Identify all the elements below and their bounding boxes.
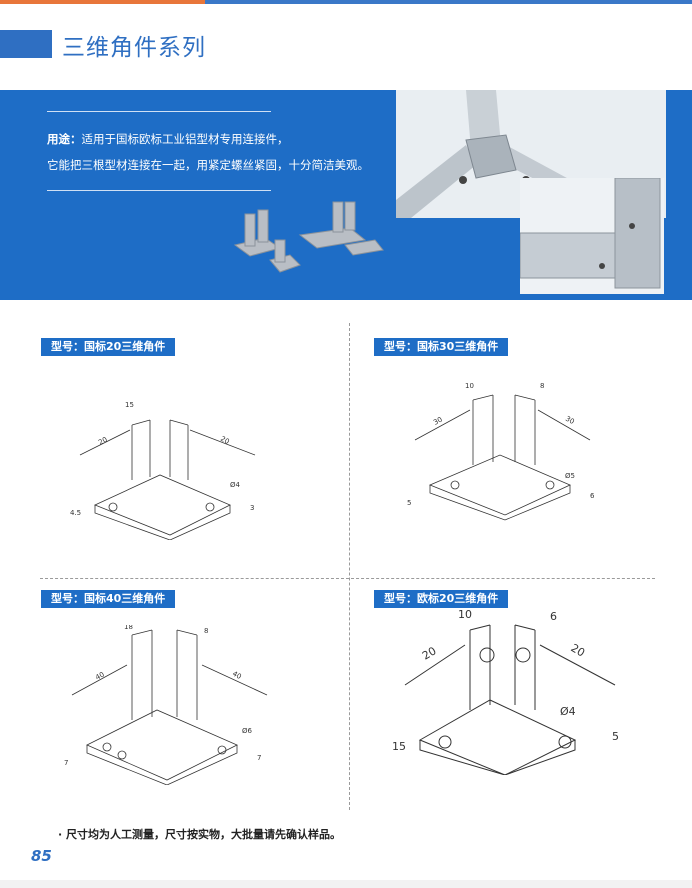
dim-h1-eu20: 15	[392, 740, 406, 753]
product-sample-image	[233, 201, 384, 273]
dim-hole-eu20: Ø4	[560, 705, 576, 718]
drawing-gb30: 30 30 10 8 Ø5 5 6	[407, 382, 595, 521]
drawing-eu20: 20 20 10 6 Ø4 15 5	[392, 610, 619, 775]
dim-b-gb20: 20	[219, 435, 231, 446]
dim-a-gb20: 20	[97, 436, 109, 447]
usage-line-2: 它能把三根型材连接在一起，用紧定螺丝紧固，十分简洁美观。	[47, 158, 369, 172]
dim-b-gb40: 40	[231, 670, 243, 681]
page-number: 85	[31, 847, 52, 865]
dim-b-eu20: 20	[569, 641, 588, 659]
top-rule-orange	[0, 0, 205, 4]
dim-w-gb30: 10	[465, 382, 474, 390]
dim-h1-gb20: 4.5	[70, 509, 81, 517]
dim-h2-gb40: 7	[257, 754, 261, 762]
dim-h1-gb30: 5	[407, 499, 411, 507]
model-tag-gb40: 型号：国标40三维角件	[41, 590, 176, 608]
section-divider-vertical	[349, 323, 350, 810]
dim-hole-gb30: Ø5	[565, 472, 575, 480]
section-divider-horizontal	[40, 578, 655, 579]
dim-h2-gb30: 6	[590, 492, 595, 500]
dim-w2-eu20: 6	[550, 610, 557, 623]
dim-b-gb30: 30	[564, 415, 576, 426]
dim-a-gb30: 30	[432, 416, 444, 427]
dim-h1-gb40: 7	[64, 759, 68, 767]
usage-description: 用途：适用于国标欧标工业铝型材专用连接件，	[47, 131, 289, 147]
dim-a-gb40: 40	[94, 671, 106, 682]
model-tag-gb20: 型号：国标20三维角件	[41, 338, 176, 356]
dim-w2-gb40: 8	[204, 627, 208, 635]
dim-w-gb40: 18	[124, 625, 133, 631]
dim-w-gb20: 15	[125, 401, 134, 409]
model-tag-gb30: 型号：国标30三维角件	[374, 338, 509, 356]
banner-rule-bottom	[47, 190, 271, 191]
dim-hole-gb40: Ø6	[242, 727, 253, 735]
banner-rule-top	[47, 111, 271, 112]
title-color-block	[0, 30, 52, 58]
page-title: 三维角件系列	[62, 35, 206, 61]
usage-label: 用途：	[47, 132, 82, 146]
model-tag-eu20: 型号：欧标20三维角件	[374, 590, 509, 608]
drawing-gb40: 40 40 18 8 Ø6 7 7	[64, 625, 268, 785]
usage-line-1: 适用于国标欧标工业铝型材专用连接件，	[81, 132, 289, 146]
dim-hole-gb20: Ø4	[230, 481, 241, 489]
assembly-photo-2	[519, 177, 664, 294]
bottom-rule	[0, 880, 692, 888]
dim-h2-eu20: 5	[612, 730, 619, 743]
dim-w-eu20: 10	[458, 610, 472, 621]
top-rule-blue	[205, 0, 692, 4]
dim-h2-gb20: 3	[250, 504, 254, 512]
dim-w2-gb30: 8	[540, 382, 544, 390]
measurement-note: · 尺寸均为人工测量，尺寸按实物，大批量请先确认样品。	[58, 828, 342, 841]
product-banner: 用途：适用于国标欧标工业铝型材专用连接件， 它能把三根型材连接在一起，用紧定螺丝…	[0, 90, 692, 300]
drawing-gb20: 20 20 15 Ø4 4.5 3	[70, 401, 256, 540]
dim-a-eu20: 20	[420, 644, 439, 662]
